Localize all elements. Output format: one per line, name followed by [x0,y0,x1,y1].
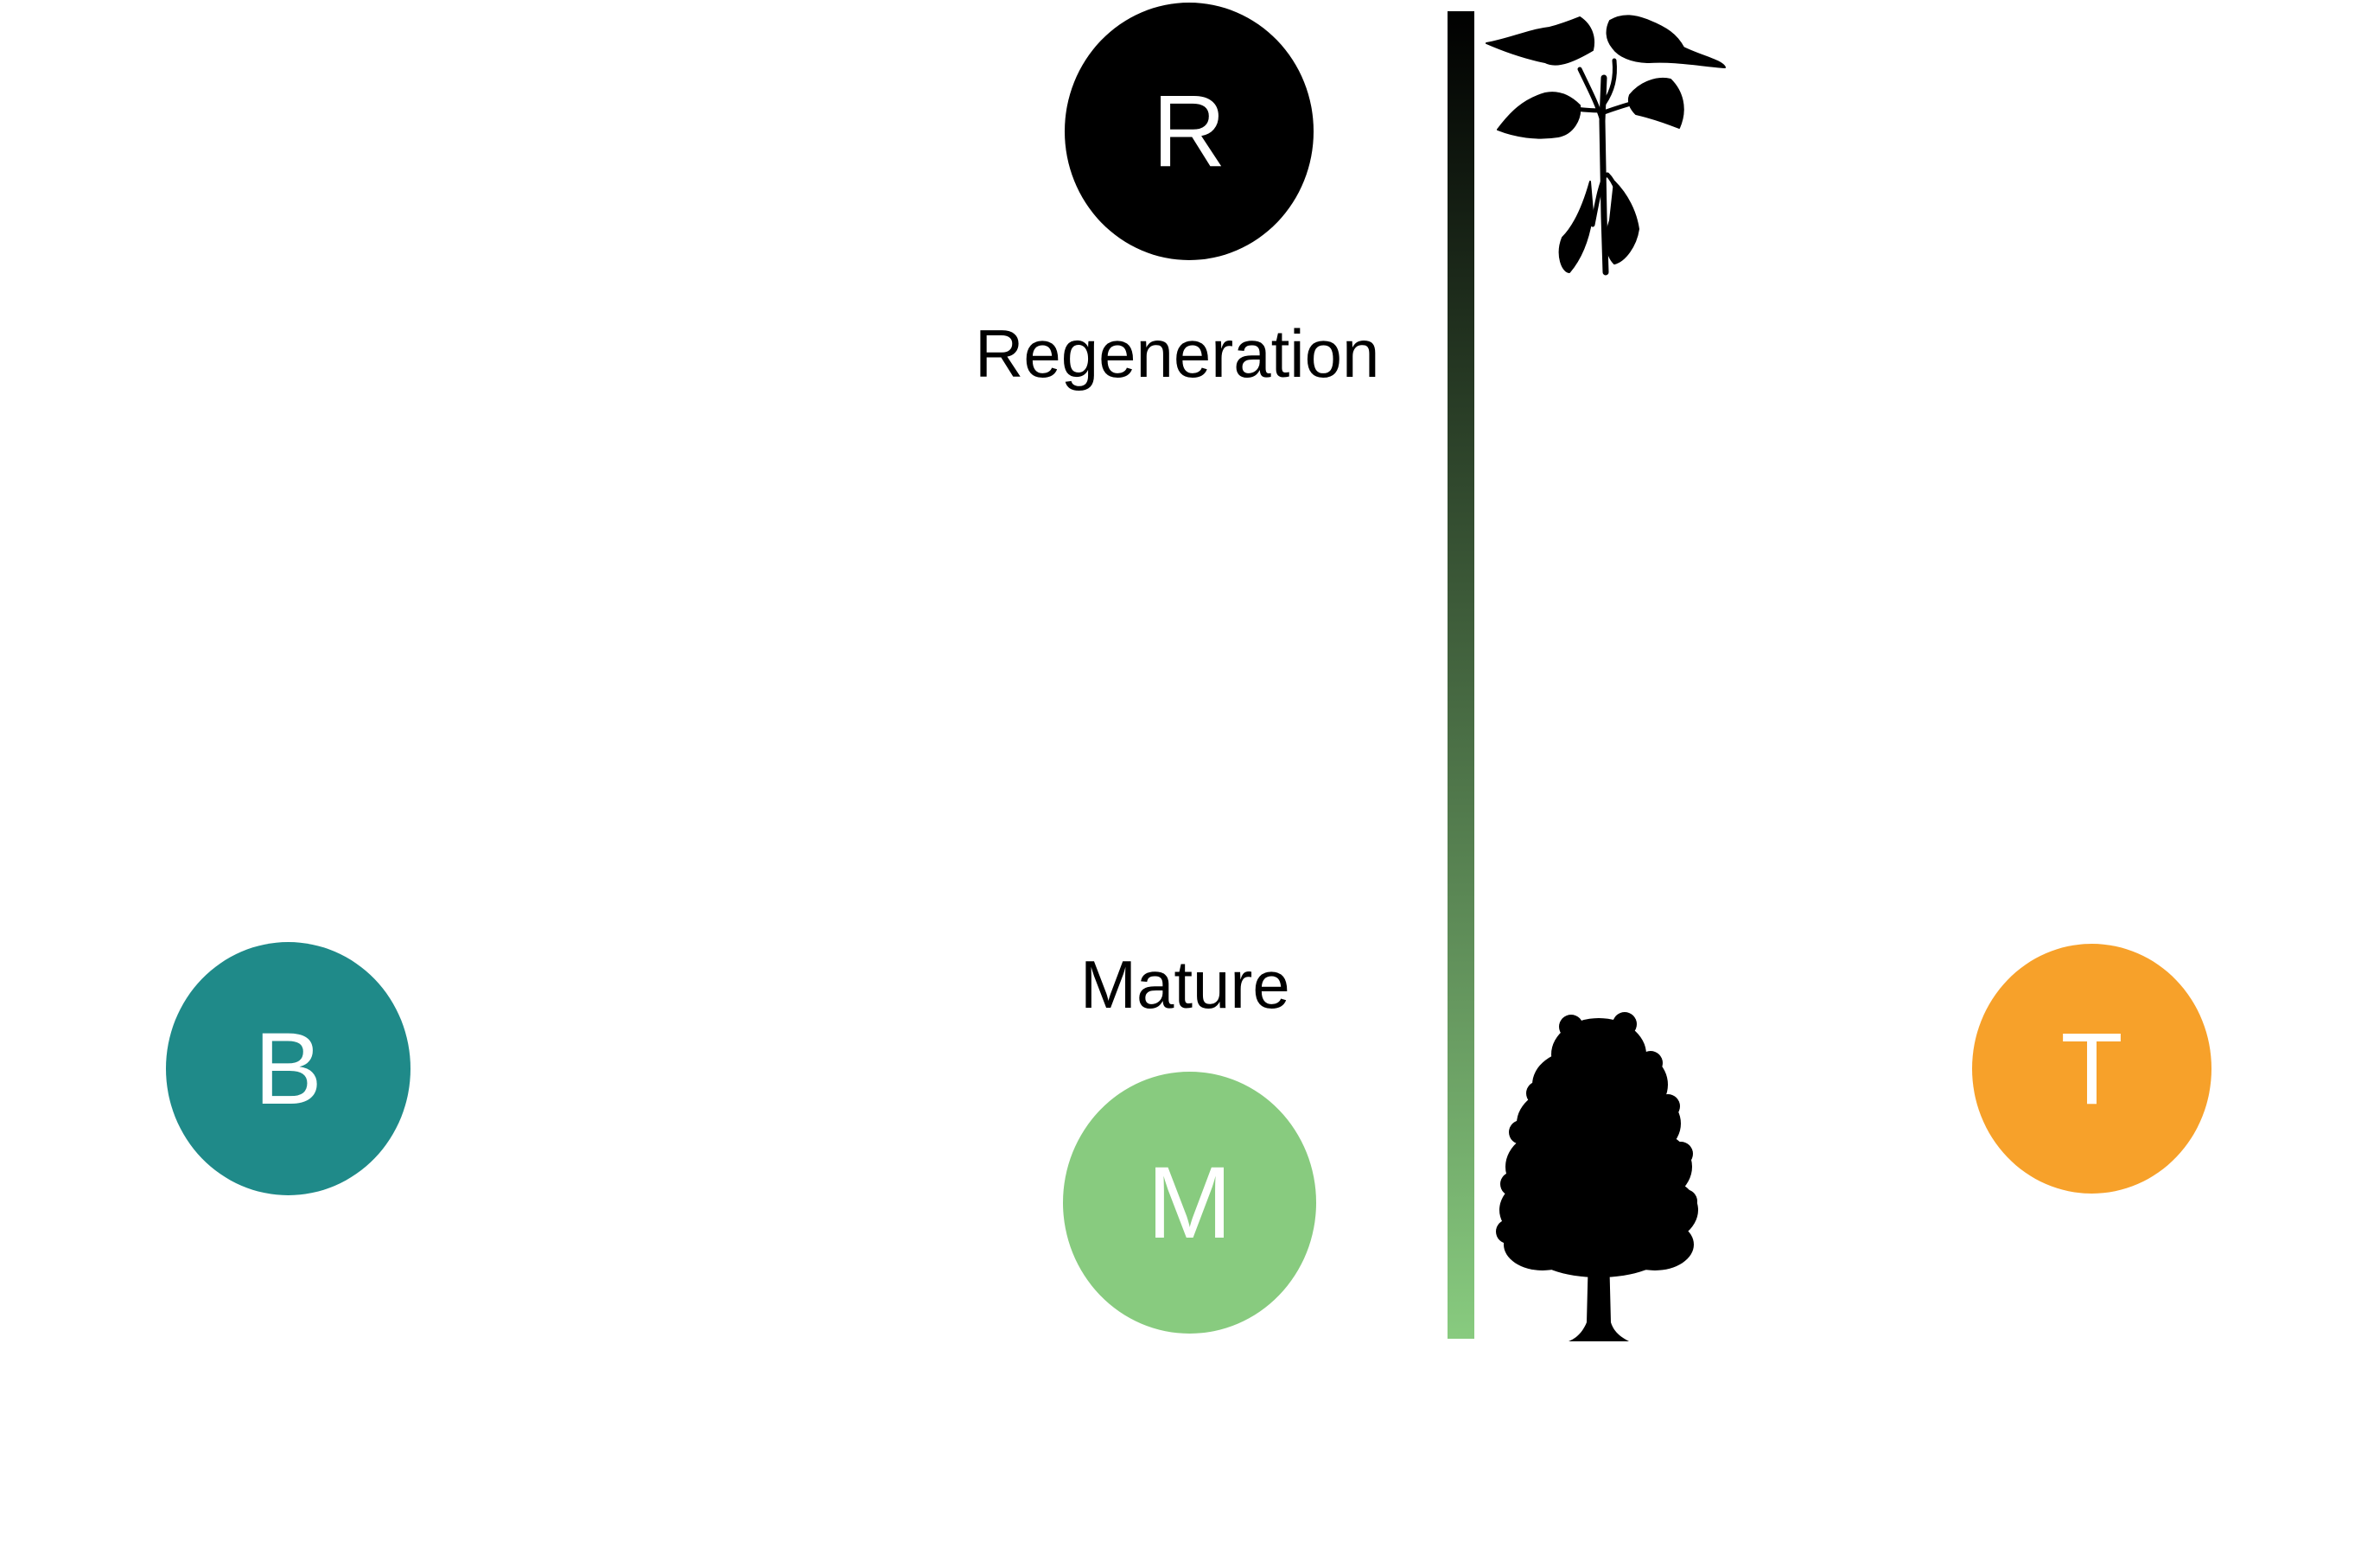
t-node: T [1972,944,2211,1194]
gradient-bar [1448,11,1474,1339]
mature-label: Mature [1080,946,1290,1022]
mature-node: M [1063,1072,1316,1334]
regeneration-label: Regeneration [975,315,1380,392]
b-node: B [166,942,410,1195]
b-node-letter: B [254,1011,322,1126]
seedling-icon [1486,15,1726,276]
t-node-letter: T [2060,1011,2123,1126]
mature-node-letter: M [1147,1145,1232,1260]
regeneration-node: R [1065,3,1314,260]
regeneration-node-letter: R [1152,74,1226,188]
tree-icon [1496,1012,1698,1341]
